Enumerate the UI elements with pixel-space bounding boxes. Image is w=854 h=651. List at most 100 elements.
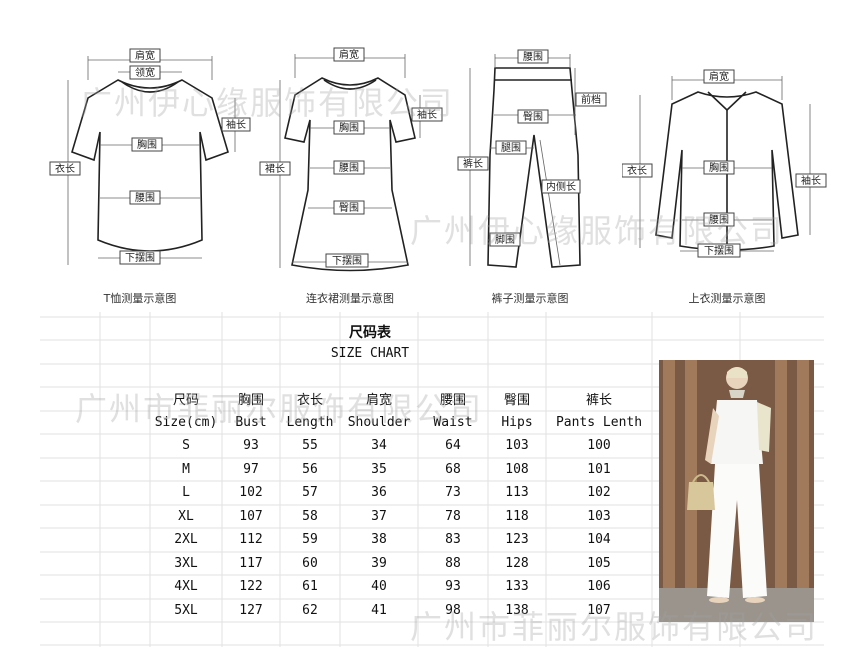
table-row: XL 107 58 37 78 118 103 xyxy=(150,505,652,529)
dress-length-label: 裙长 xyxy=(265,162,285,175)
bust-cell: 97 xyxy=(243,461,259,477)
header-size-en: Size(cm) xyxy=(154,414,218,430)
size-cell: 5XL xyxy=(174,602,198,618)
dress-sleeve-label: 袖长 xyxy=(417,108,437,121)
top-caption: 上衣测量示意图 xyxy=(688,292,766,305)
tshirt-length-label: 衣长 xyxy=(55,162,75,175)
length-cell: 58 xyxy=(302,508,318,524)
header-bust-en: Bust xyxy=(235,414,267,430)
table-row: M 97 56 35 68 108 101 xyxy=(150,458,652,482)
header-hips-cn: 臀围 xyxy=(503,393,530,409)
header-pants-length-cn: 裤长 xyxy=(585,393,612,409)
pants-length-cell: 105 xyxy=(587,555,611,571)
tshirt-waist-label: 腰围 xyxy=(135,192,155,204)
dress-hips-label: 臀围 xyxy=(339,202,359,214)
dress-caption: 连衣裙测量示意图 xyxy=(306,292,394,305)
pants-length-cell: 103 xyxy=(587,508,611,524)
length-cell: 57 xyxy=(302,485,318,501)
table-row: 2XL 112 59 38 83 123 104 xyxy=(150,528,652,552)
length-cell: 62 xyxy=(302,602,318,618)
table-row: 5XL 127 62 41 98 138 107 xyxy=(150,599,652,623)
tshirt-diagram: 肩宽 领宽 袖长 胸围 衣长 腰围 下摆围 T恤测量示意图 xyxy=(40,40,251,310)
pants-inseam-label: 内侧长 xyxy=(546,180,576,193)
waist-cell: 73 xyxy=(445,485,461,501)
pants-length-cell: 104 xyxy=(587,532,611,548)
header-waist-cn: 腰围 xyxy=(439,393,466,409)
table-row: S 93 55 34 64 103 100 xyxy=(150,434,652,458)
dress-hem-label: 下摆围 xyxy=(332,254,362,267)
size-cell: XL xyxy=(178,508,194,524)
length-cell: 56 xyxy=(302,461,318,477)
table-row: L 102 57 36 73 113 102 xyxy=(150,481,652,505)
pants-thigh-label: 腿围 xyxy=(501,142,521,154)
tshirt-caption: T恤测量示意图 xyxy=(103,292,177,305)
length-cell: 61 xyxy=(302,579,318,595)
length-cell: 60 xyxy=(302,555,318,571)
pants-waist-label: 腰围 xyxy=(523,51,543,63)
shoulder-cell: 36 xyxy=(371,485,387,501)
tshirt-sleeve-label: 袖长 xyxy=(226,118,246,131)
pants-length-cell: 102 xyxy=(587,485,611,501)
pants-length-label: 裤长 xyxy=(463,157,483,170)
dress-waist-label: 腰围 xyxy=(339,162,359,174)
top-length-label: 衣长 xyxy=(627,164,647,177)
size-cell: L xyxy=(182,485,190,501)
bust-cell: 102 xyxy=(239,485,263,501)
length-cell: 59 xyxy=(302,532,318,548)
top-chest-label: 胸围 xyxy=(709,161,729,174)
header-waist-en: Waist xyxy=(433,414,473,430)
waist-cell: 98 xyxy=(445,602,461,618)
waist-cell: 93 xyxy=(445,579,461,595)
hips-cell: 138 xyxy=(505,602,529,618)
hips-cell: 103 xyxy=(505,438,529,454)
pants-rise-label: 前档 xyxy=(581,93,601,106)
size-cell: M xyxy=(182,461,190,477)
waist-cell: 64 xyxy=(445,438,461,454)
hips-cell: 118 xyxy=(505,508,529,524)
bust-cell: 122 xyxy=(239,579,263,595)
pants-hips-label: 臀围 xyxy=(523,111,543,123)
table-row: 4XL 122 61 40 93 133 106 xyxy=(150,575,652,599)
length-cell: 55 xyxy=(302,438,318,454)
pants-length-cell: 107 xyxy=(587,602,611,618)
bust-cell: 93 xyxy=(243,438,259,454)
shoulder-cell: 40 xyxy=(371,579,387,595)
top-hem-label: 下摆围 xyxy=(704,244,734,257)
waist-cell: 78 xyxy=(445,508,461,524)
bust-cell: 107 xyxy=(239,508,263,524)
header-row-cn: 尺码 胸围 衣长 肩宽 腰围 臀围 裤长 xyxy=(150,387,652,411)
pants-caption: 裤子测量示意图 xyxy=(491,292,569,305)
shoulder-cell: 37 xyxy=(371,508,387,524)
top-waist-label: 腰围 xyxy=(709,214,729,226)
top-shoulder-label: 肩宽 xyxy=(709,70,729,83)
header-bust-cn: 胸围 xyxy=(237,393,264,409)
shoulder-cell: 35 xyxy=(371,461,387,477)
hips-cell: 128 xyxy=(505,555,529,571)
dress-diagram: 肩宽 袖长 胸围 裙长 腰围 臀围 下摆围 连衣裙测量示意图 xyxy=(250,40,450,310)
pants-length-cell: 106 xyxy=(587,579,611,595)
bust-cell: 112 xyxy=(239,532,263,548)
size-cell: 3XL xyxy=(174,555,198,571)
shoulder-cell: 39 xyxy=(371,555,387,571)
tshirt-neck-label: 领宽 xyxy=(135,66,155,79)
waist-cell: 88 xyxy=(445,555,461,571)
pants-leg-opening-label: 脚围 xyxy=(495,233,515,246)
header-shoulder-en: Shoulder xyxy=(347,414,411,430)
model-photo xyxy=(659,360,814,622)
header-length-cn: 衣长 xyxy=(296,393,323,409)
hips-cell: 113 xyxy=(505,485,529,501)
header-pants-length-en: Pants Lenth xyxy=(555,414,643,430)
size-cell: 4XL xyxy=(174,579,198,595)
hips-cell: 123 xyxy=(505,532,529,548)
top-sleeve-label: 袖长 xyxy=(801,174,821,187)
hips-cell: 133 xyxy=(505,579,529,595)
dress-chest-label: 胸围 xyxy=(339,121,359,134)
tshirt-chest-label: 胸围 xyxy=(137,138,157,151)
size-chart-title-en: SIZE CHART xyxy=(330,346,410,361)
size-chart-table: 尺码 胸围 衣长 肩宽 腰围 臀围 裤长 Size(cm) Bust Lengt… xyxy=(150,387,652,622)
bust-cell: 117 xyxy=(239,555,263,571)
header-row-en: Size(cm) Bust Length Shoulder Waist Hips… xyxy=(150,411,652,435)
header-size-cn: 尺码 xyxy=(172,393,199,409)
shoulder-cell: 41 xyxy=(371,602,387,618)
shoulder-cell: 34 xyxy=(371,438,387,454)
